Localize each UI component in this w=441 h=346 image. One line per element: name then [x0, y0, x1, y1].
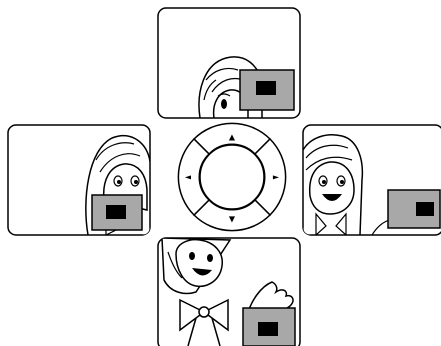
- arrow-up-icon: ▲: [229, 133, 236, 142]
- overlay-inner-right: [416, 202, 434, 216]
- overlay-inner-top: [256, 81, 276, 95]
- overlay-inner-bottom: [258, 322, 278, 336]
- panel-top: [158, 8, 300, 118]
- arrow-down-icon: ▼: [229, 215, 236, 224]
- arrow-right-icon: ►: [273, 173, 280, 182]
- panel-bottom: [158, 238, 300, 346]
- arrow-left-icon: ◄: [185, 173, 192, 182]
- panel-right: [303, 125, 441, 235]
- dpad-center[interactable]: [200, 145, 264, 209]
- direction-pad: ▲ ◄ ► ▼: [177, 122, 287, 232]
- panel-left: [8, 125, 150, 235]
- overlay-inner-left: [106, 205, 126, 219]
